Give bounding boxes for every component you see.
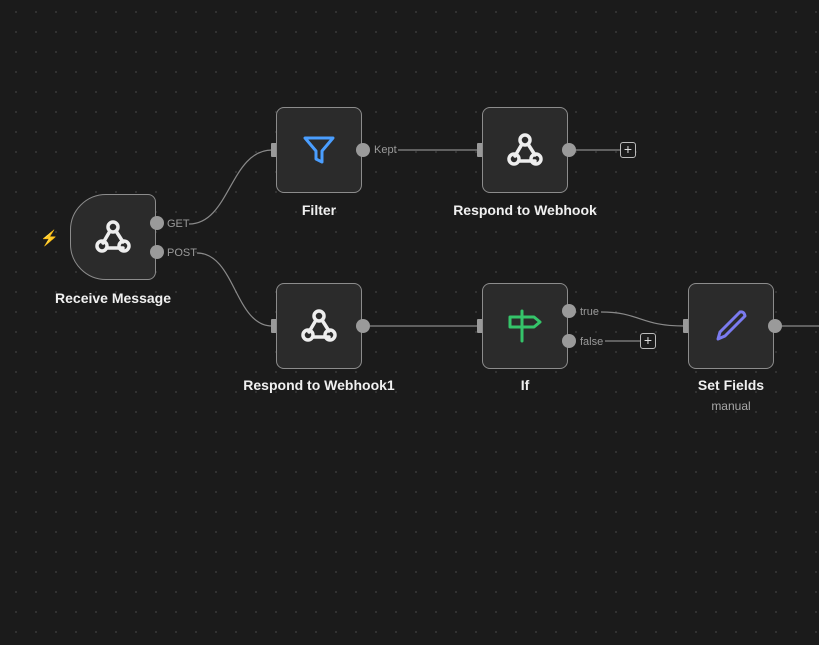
node-label: Filter	[301, 202, 337, 218]
node-respond-to-webhook1[interactable]	[276, 283, 362, 369]
output-false-label: false	[580, 336, 604, 348]
edge-post-respond1	[196, 252, 273, 327]
output-false-handle[interactable]	[562, 334, 576, 348]
output-get-label: GET	[167, 218, 190, 230]
output-true-handle[interactable]	[562, 304, 576, 318]
output-handle[interactable]	[356, 319, 370, 333]
node-respond-to-webhook[interactable]	[482, 107, 568, 193]
node-label: Set Fields	[697, 377, 765, 393]
output-handle[interactable]	[562, 143, 576, 157]
filter-icon	[303, 136, 335, 164]
node-label: Receive Message	[55, 290, 171, 306]
add-node-button[interactable]: +	[640, 333, 656, 349]
output-true-label: true	[580, 306, 599, 318]
webhook-icon	[301, 309, 337, 342]
input-handle[interactable]	[683, 319, 690, 333]
node-if[interactable]	[482, 283, 568, 369]
output-get-handle[interactable]	[150, 216, 164, 230]
output-kept-handle[interactable]	[356, 143, 370, 157]
node-filter[interactable]	[276, 107, 362, 193]
input-handle[interactable]	[271, 143, 278, 157]
webhook-icon	[95, 220, 131, 253]
edge-get-filter	[188, 149, 273, 225]
node-label: Respond to Webhook	[453, 202, 597, 218]
node-set-fields[interactable]	[688, 283, 774, 369]
input-handle[interactable]	[477, 319, 484, 333]
edge-true-set	[600, 311, 685, 327]
output-post-handle[interactable]	[150, 245, 164, 259]
node-receive-message[interactable]	[70, 194, 156, 280]
node-label: Respond to Webhook1	[243, 377, 395, 393]
input-handle[interactable]	[271, 319, 278, 333]
webhook-icon	[507, 133, 543, 166]
node-subtitle: manual	[711, 399, 751, 413]
input-handle[interactable]	[477, 143, 484, 157]
trigger-bolt-icon: ⚡	[40, 230, 59, 247]
output-post-label: POST	[167, 247, 197, 259]
node-label: If	[520, 377, 530, 393]
output-handle[interactable]	[768, 319, 782, 333]
pencil-icon	[716, 310, 747, 341]
add-node-button[interactable]: +	[620, 142, 636, 158]
output-kept-label: Kept	[374, 144, 397, 156]
signpost-icon	[508, 309, 542, 343]
